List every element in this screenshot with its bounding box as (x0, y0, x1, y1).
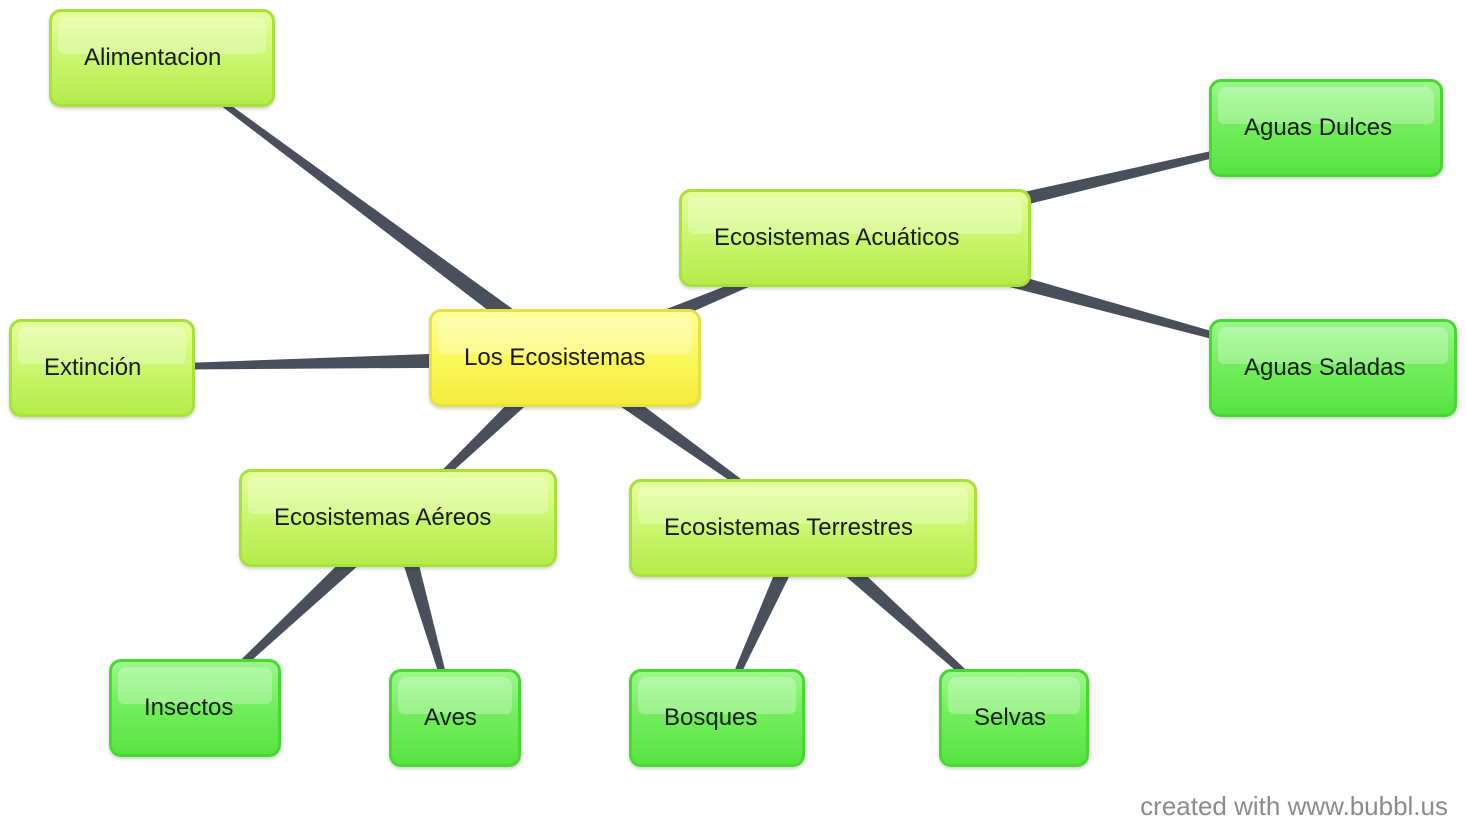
node-label: Bosques (664, 704, 758, 731)
node-aves[interactable]: Aves (389, 669, 521, 767)
node-extincion[interactable]: Extinción (9, 319, 195, 417)
node-aguas-dulces[interactable]: Aguas Dulces (1209, 79, 1443, 177)
node-aguas-saladas[interactable]: Aguas Saladas (1209, 319, 1457, 417)
node-bosques[interactable]: Bosques (629, 669, 805, 767)
connector-los-ecosistemas-to-alimentacion (160, 56, 571, 366)
node-ecosistemas-aereos[interactable]: Ecosistemas Aéreos (239, 469, 557, 567)
node-label: Extinción (44, 354, 142, 381)
node-label: Ecosistemas Terrestres (664, 514, 913, 541)
node-label: Aguas Saladas (1244, 354, 1406, 381)
node-label: Aves (424, 704, 477, 731)
node-alimentacion[interactable]: Alimentacion (49, 9, 275, 107)
node-label: Ecosistemas Acuáticos (714, 224, 960, 251)
node-label: Los Ecosistemas (464, 344, 646, 371)
node-los-ecosistemas[interactable]: Los Ecosistemas (429, 309, 701, 407)
node-label: Insectos (144, 694, 234, 721)
bubbl-credit: created with www.bubbl.us (1140, 791, 1448, 821)
node-label: Alimentacion (84, 44, 222, 71)
node-selvas[interactable]: Selvas (939, 669, 1089, 767)
node-ecosistemas-terrestres[interactable]: Ecosistemas Terrestres (629, 479, 977, 577)
node-label: Ecosistemas Aéreos (274, 504, 492, 531)
node-label: Aguas Dulces (1244, 114, 1393, 141)
node-label: Selvas (974, 704, 1047, 731)
node-ecosistemas-acuaticos[interactable]: Ecosistemas Acuáticos (679, 189, 1031, 287)
node-insectos[interactable]: Insectos (109, 659, 281, 757)
